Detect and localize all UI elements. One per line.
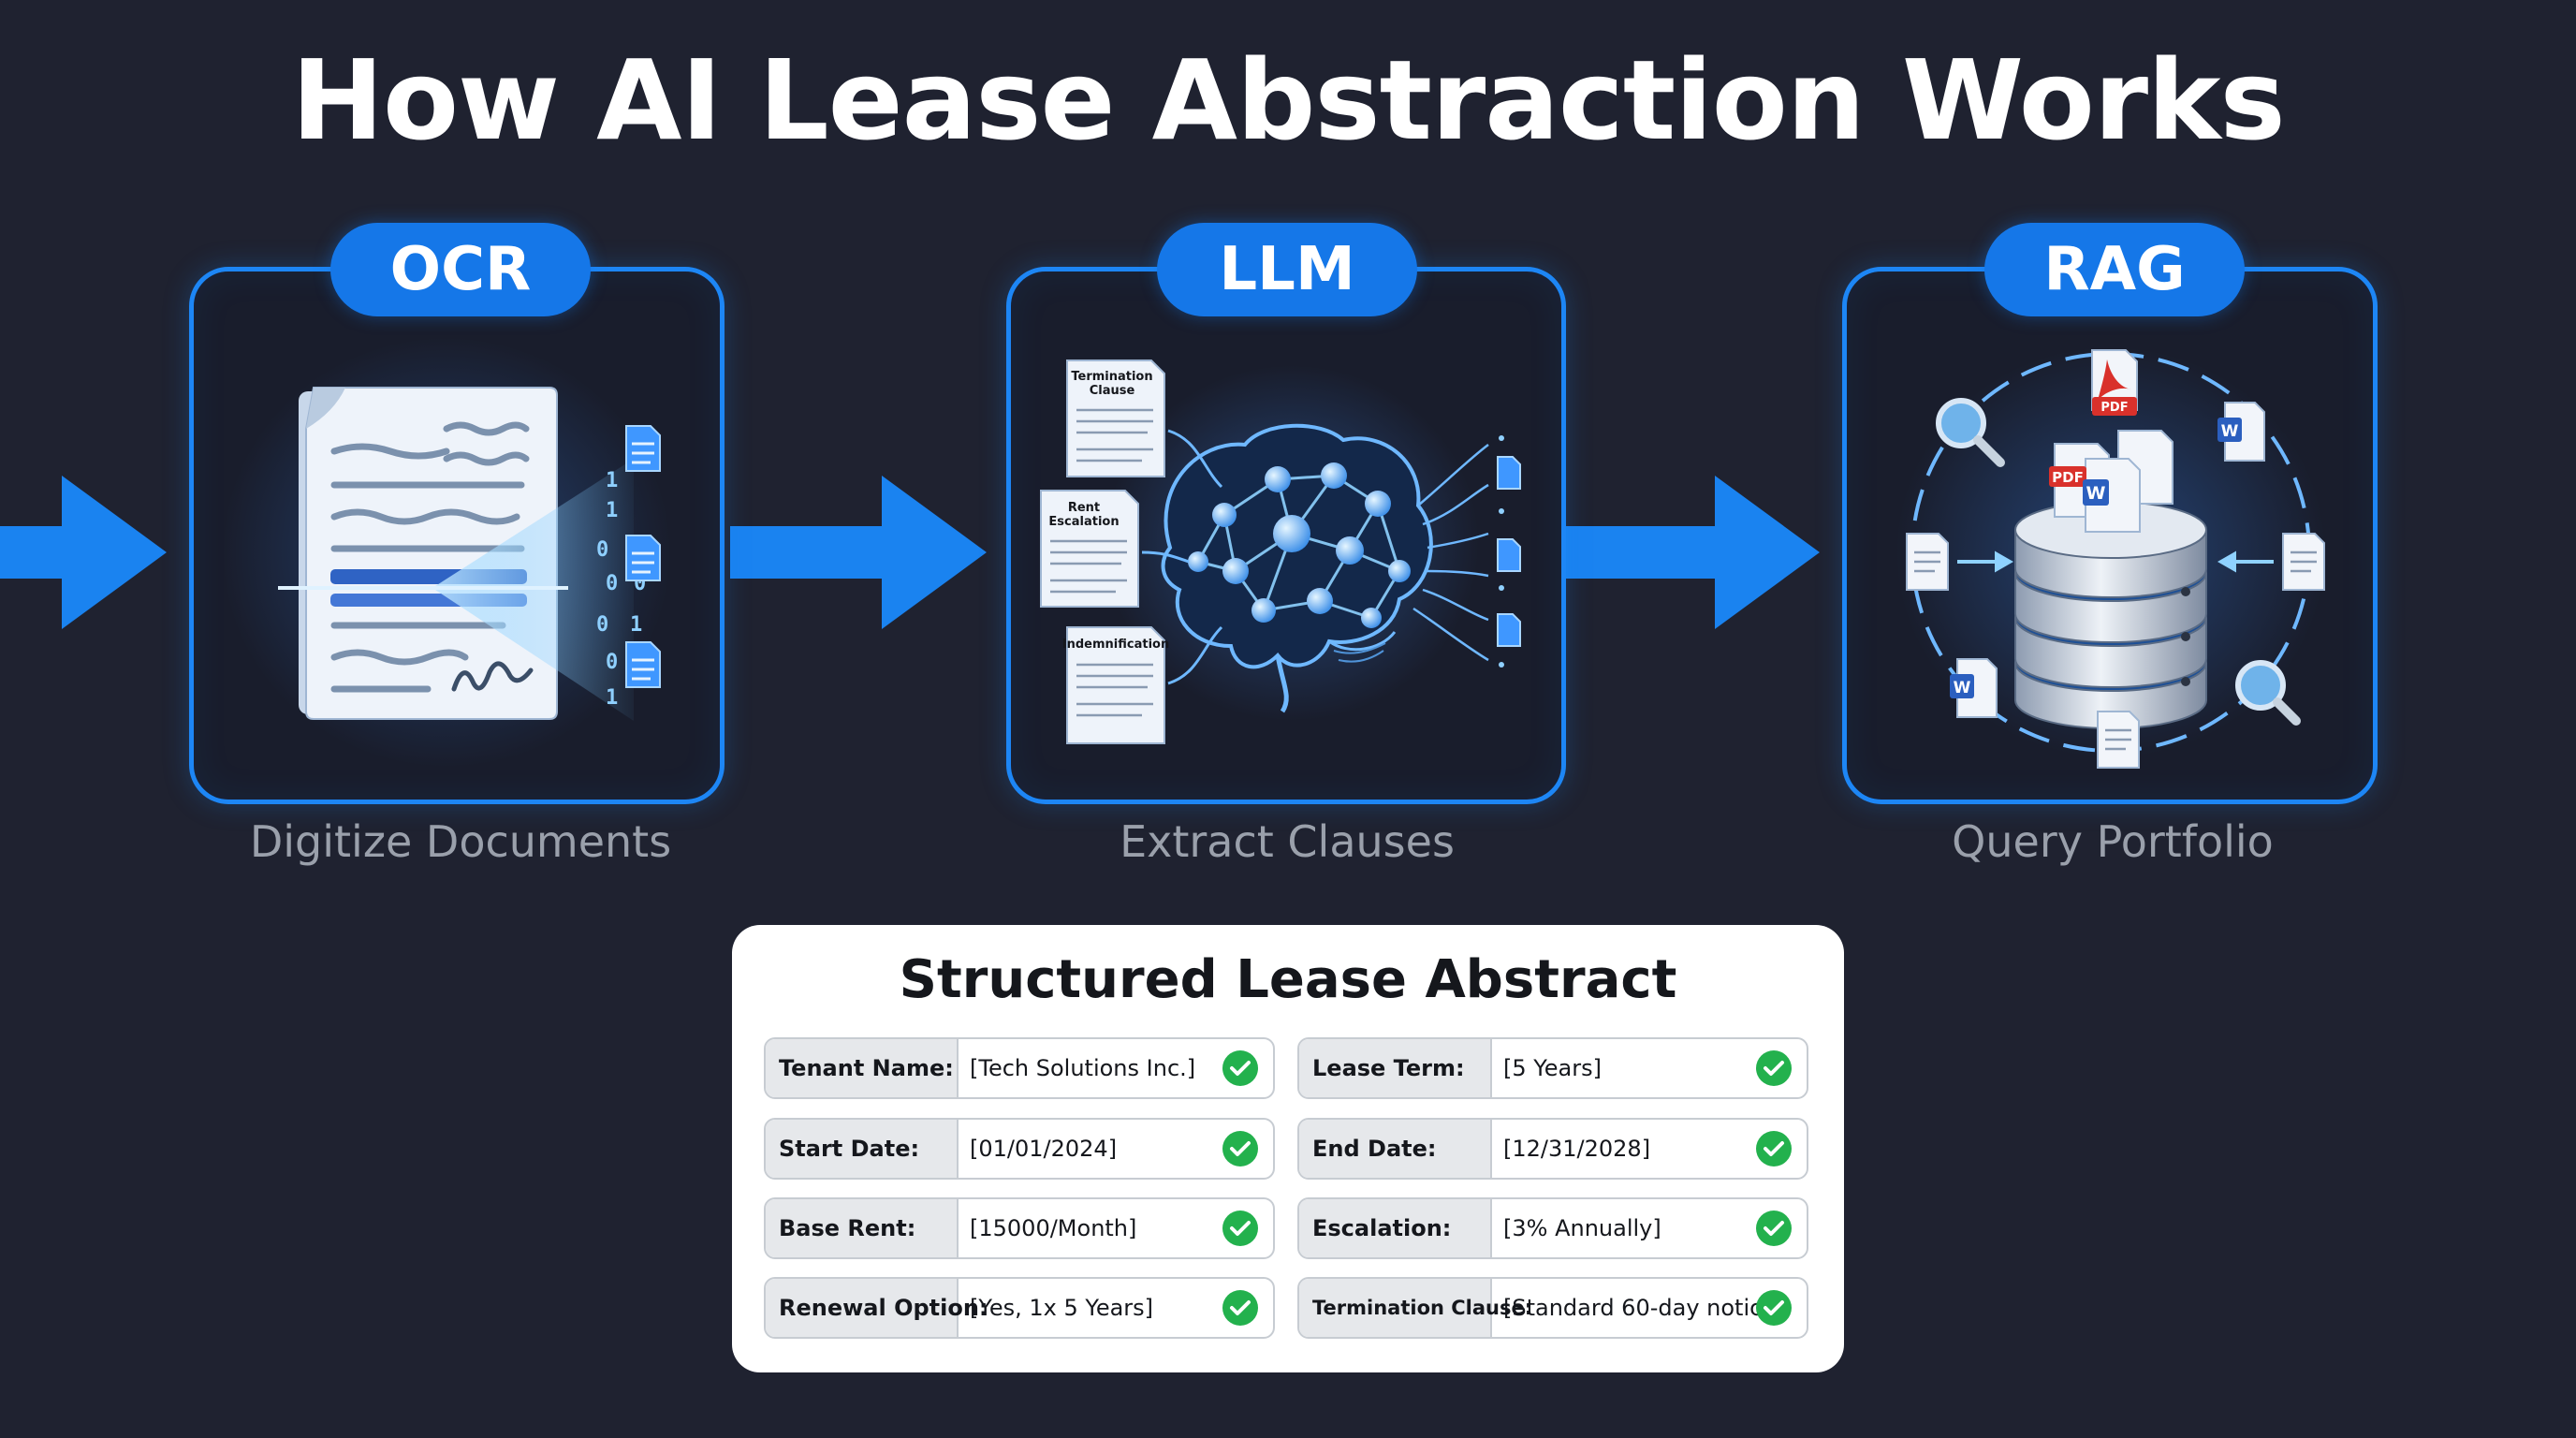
field-label: Renewal Option:: [766, 1279, 988, 1337]
svg-text:1: 1: [606, 499, 618, 522]
field-value: [3% Annually]: [1503, 1215, 1661, 1241]
field-termination-clause: Termination Clause: [Standard 60-day not…: [1297, 1277, 1808, 1339]
document-scan-icon: 11 01 00 01 00 1: [222, 337, 671, 768]
svg-text:0: 0: [596, 538, 608, 562]
stage-caption-llm: Extract Clauses: [1120, 816, 1455, 867]
field-lease-term: Lease Term: [5 Years]: [1297, 1037, 1808, 1099]
svg-text:1: 1: [606, 686, 618, 710]
check-icon: [1756, 1211, 1792, 1246]
stage-badge-ocr: OCR: [330, 223, 591, 316]
word-label-2: W: [2221, 422, 2239, 441]
doc-label-termination-2: Clause: [1090, 384, 1135, 398]
field-value: [Standard 60-day notice]: [1503, 1295, 1785, 1321]
stage-badge-llm: LLM: [1157, 223, 1417, 316]
field-value: [Yes, 1x 5 Years]: [970, 1295, 1154, 1321]
doc-label-indemnification: Indemnification: [1062, 638, 1169, 652]
field-value: [12/31/2028]: [1503, 1136, 1651, 1162]
check-icon: [1222, 1290, 1258, 1326]
word-label-3: W: [1954, 679, 1971, 697]
field-label: Termination Clause:: [1299, 1279, 1532, 1337]
stage-caption-rag: Query Portfolio: [1952, 816, 2274, 867]
svg-text:0: 0: [606, 651, 618, 674]
svg-text:0: 0: [596, 613, 608, 637]
doc-label-rent-2: Escalation: [1048, 515, 1119, 529]
field-start-date: Start Date: [01/01/2024]: [764, 1118, 1275, 1180]
field-value: [5 Years]: [1503, 1055, 1602, 1081]
field-label: Lease Term:: [1299, 1039, 1492, 1097]
doc-label-termination-1: Termination: [1071, 370, 1152, 384]
pdf-label-1: PDF: [2052, 469, 2084, 486]
doc-label-rent-1: Rent: [1068, 501, 1100, 515]
pdf-label-2: PDF: [2100, 401, 2128, 415]
field-tenant-name: Tenant Name: [Tech Solutions Inc.]: [764, 1037, 1275, 1099]
page-title: How AI Lease Abstraction Works: [291, 36, 2286, 165]
stage-rag: PDF W PDF W W: [1842, 267, 2378, 804]
field-label: Tenant Name:: [766, 1039, 959, 1097]
field-renewal-option: Renewal Option: [Yes, 1x 5 Years]: [764, 1277, 1275, 1339]
field-label: Escalation:: [1299, 1199, 1492, 1257]
stage-caption-ocr: Digitize Documents: [249, 816, 672, 867]
field-label: Start Date:: [766, 1120, 959, 1178]
field-escalation: Escalation: [3% Annually]: [1297, 1197, 1808, 1259]
stage-llm: Termination Clause Rent Escalation Indem…: [1006, 267, 1566, 804]
svg-text:1: 1: [630, 613, 642, 637]
check-icon: [1222, 1131, 1258, 1167]
field-value: [Tech Solutions Inc.]: [970, 1055, 1196, 1081]
database-retrieval-icon: PDF W PDF W W: [1895, 346, 2326, 769]
svg-text:1: 1: [606, 469, 618, 492]
flow-arrow-ocr-llm: [730, 476, 987, 629]
check-icon: [1222, 1050, 1258, 1086]
lease-abstract-card: Structured Lease Abstract Tenant Name: […: [732, 925, 1844, 1372]
flow-arrow-in: [0, 476, 167, 629]
check-icon: [1756, 1050, 1792, 1086]
field-base-rent: Base Rent: [15000/Month]: [764, 1197, 1275, 1259]
check-icon: [1756, 1290, 1792, 1326]
flow-arrow-llm-rag: [1563, 476, 1820, 629]
stage-badge-rag: RAG: [1984, 223, 2245, 316]
field-value: [15000/Month]: [970, 1215, 1137, 1241]
field-end-date: End Date: [12/31/2028]: [1297, 1118, 1808, 1180]
check-icon: [1222, 1211, 1258, 1246]
neural-brain-icon: Termination Clause Rent Escalation Indem…: [1040, 360, 1521, 744]
stage-ocr: 11 01 00 01 00 1: [189, 267, 724, 804]
check-icon: [1756, 1131, 1792, 1167]
field-label: Base Rent:: [766, 1199, 959, 1257]
svg-text:0: 0: [606, 572, 618, 595]
abstract-title: Structured Lease Abstract: [899, 949, 1677, 1010]
word-label-1: W: [2086, 483, 2106, 504]
field-value: [01/01/2024]: [970, 1136, 1118, 1162]
field-label: End Date:: [1299, 1120, 1492, 1178]
